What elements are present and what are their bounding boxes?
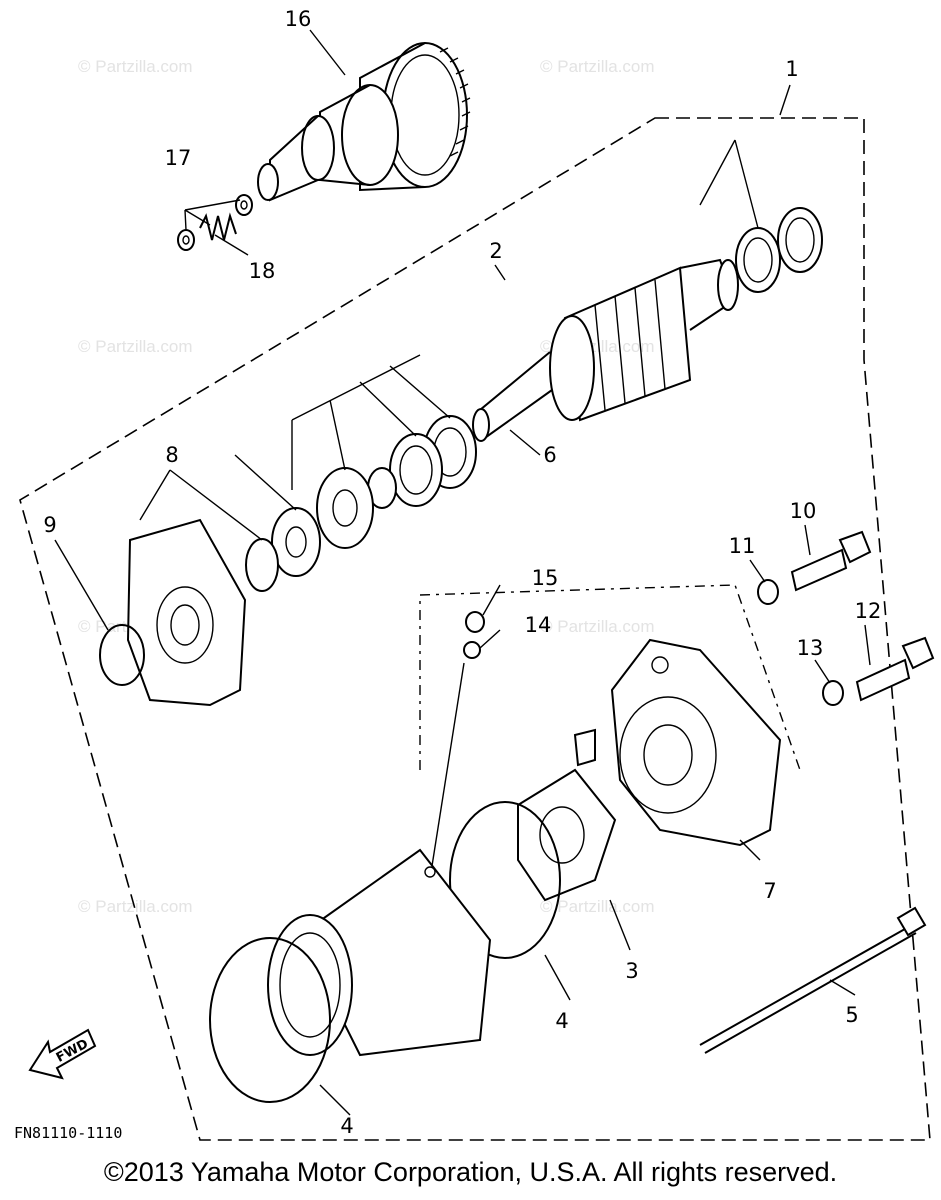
callout-8: 8 [165,443,178,467]
part-12-bolt [855,636,935,702]
callout-5: 5 [845,1003,858,1027]
part-4-gasket-upper [449,801,561,959]
callout-3: 3 [625,959,638,983]
part-9-o-ring [99,624,145,686]
callout-18: 18 [249,259,276,283]
part-shaft-washers-bearings [245,415,477,592]
callout-10: 10 [790,499,817,523]
callout-2: 2 [489,239,502,263]
callout-7: 7 [763,879,776,903]
callout-4-upper: 4 [555,1009,568,1033]
callout-numbers: 1 2 3 4 4 5 6 7 8 9 10 11 12 13 14 15 16… [43,7,881,1138]
callout-4-lower: 4 [340,1114,353,1138]
watermark: © Partzilla.com [78,897,193,916]
callout-11: 11 [729,534,756,558]
part-17-washers [177,194,253,251]
fwd-arrow: FWD [28,1028,97,1080]
part-3-brush-holder [517,728,617,902]
part-13-washer [822,680,844,706]
watermark: © Partzilla.com [540,897,655,916]
callout-12: 12 [855,599,882,623]
part-10-bolt [790,530,872,592]
part-15-nut [465,611,485,633]
part-armature-end-washers [735,207,823,293]
leader-lines [54,29,871,1116]
watermark: © Partzilla.com [78,337,193,356]
callout-15: 15 [532,566,559,590]
callout-9: 9 [43,513,56,537]
callout-6: 6 [543,443,556,467]
callout-14: 14 [525,613,552,637]
callout-17: 17 [165,146,192,170]
part-2-armature [472,258,739,442]
copyright-notice: ©2013 Yamaha Motor Corporation, U.S.A. A… [103,1157,838,1187]
callout-13: 13 [797,636,824,660]
part-yoke [267,848,492,1057]
part-8-front-cover [126,518,247,707]
watermark: © Partzilla.com [78,57,193,76]
part-16-starter-clutch [257,42,471,202]
part-14-lock-washer [463,641,481,659]
callout-16: 16 [285,7,312,31]
callout-1: 1 [785,57,798,81]
part-7-rear-cover [610,638,782,847]
bolt-subgroup-boundary [419,584,801,771]
watermark: © Partzilla.com [540,57,655,76]
diagram-code: FN81110-1110 [14,1124,122,1142]
assembly-boundary [19,117,931,1141]
part-11-washer [757,579,779,605]
starter-motor-exploded-diagram: .ln { stroke:#000; stroke-width:2; fill:… [14,7,935,1142]
watermark: © Partzilla.com [540,617,655,636]
part-4-gasket-lower [209,937,331,1103]
part-18-spring [199,212,237,241]
part-5-through-bolt [699,906,927,1054]
